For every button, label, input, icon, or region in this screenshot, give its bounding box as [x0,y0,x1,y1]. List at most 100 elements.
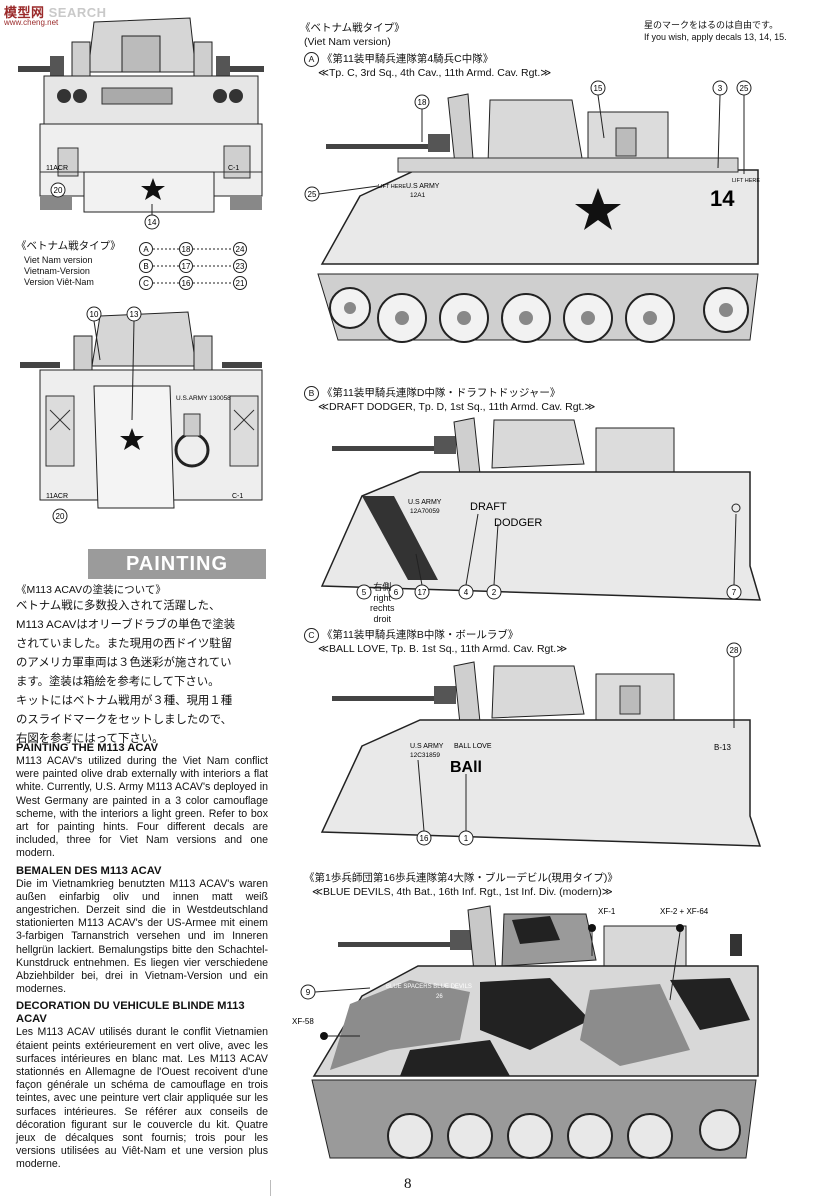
vehicle-c-callout-28: 28 [726,642,742,728]
vehicle-b-callout: 2 [492,588,497,597]
vehicle-b-callout: 7 [732,588,737,597]
vehicle-c-title-jp: C 《第11装甲騎兵連隊B中隊・ボールラブ》 [304,628,518,643]
painting-jp-line: 右図を参考にはって下さい。 [16,733,164,745]
star-note-en: If you wish, apply decals 13, 14, 15. [644,32,787,42]
vehicle-d-title-jp: 《第1歩兵師団第16歩兵連隊第4大隊・ブルーデビル(現用タイプ)》 [304,872,618,884]
painting-multilingual-text: PAINTING THE M113 ACAV M113 ACAV's utili… [16,742,268,1172]
svg-text:28: 28 [730,646,739,655]
vehicle-d-title-en: ≪BLUE DEVILS, 4th Bat., 16th Inf. Rgt., … [312,886,613,898]
vehicle-c-number: B-13 [714,743,731,752]
vehicle-b-letter: B [304,386,319,401]
svg-text:A: A [143,245,149,254]
vehicle-c-army: U.S ARMY [410,743,444,750]
painting-jp-line: キットにはベトナム戦用が３種、現用１種 [16,695,233,707]
vehicle-c-name: BALL LOVE [454,743,492,750]
vehicle-b-name-1: DRAFT [470,501,507,513]
side-note-fr: droit [373,613,392,624]
svg-text:18: 18 [182,245,191,254]
watermark-brand: SEARCH [48,5,107,20]
vehicle-d-camo-drawing: BLUE SPACERS BLUE DEVILS 26 9 XF-1 XF-2 … [292,905,759,1159]
rear-serial: U.S.ARMY 130058 [176,395,231,402]
paint-xf2-xf64: XF-2 + XF-64 [660,907,709,916]
vehicle-c-callout: 1 [464,834,469,843]
vehicle-a-number: 14 [710,186,735,211]
svg-text:23: 23 [236,262,245,271]
painting-fr-heading: DECORATION DU VEHICULE BLINDE M113 ACAV [16,1000,245,1026]
vehicle-b-callout: 5 [362,588,367,597]
rear-view-drawing: U.S.ARMY 130058 11ACR C-1 10 13 20 [20,306,263,524]
vehicle-a-lift-1: LIFT HERE [378,184,406,190]
painting-en-text: M113 ACAV's utilized during the Viet Nam… [16,755,268,860]
svg-text:21: 21 [236,279,245,288]
painting-jp-line: のスライドマークをセットしましたので、 [16,714,232,726]
page-number: 8 [404,1176,412,1192]
painting-jp-line: M113 ACAVはオリーブドラブの単色で塗装 [16,619,236,631]
vehicle-a-lift-2: LIFT HERE [732,178,760,184]
side-note-en: right [373,592,392,603]
svg-text:16: 16 [182,279,191,288]
svg-text:B: B [143,262,148,271]
callout-rear-13: 13 [130,310,139,319]
painting-jp-line: ます。塗装は箱絵を参考にして下さい。 [16,676,220,688]
painting-fr-text: Les M113 ACAV utilisés durant le conflit… [16,1026,268,1171]
callout-rear-20: 20 [56,512,65,521]
variant-key-row-b: B 17 23 [139,259,247,273]
side-note-de: rechts [370,603,395,613]
vehicle-b-callout: 17 [418,588,427,597]
svg-text:24: 24 [236,245,245,254]
painting-de-text: Die im Vietnamkrieg benutzten M113 ACAV'… [16,877,268,996]
vehicle-d-number: 26 [436,994,443,1000]
variant-key-fr: Version Viêt-Nam [24,277,94,287]
vehicle-b-serial: 12A70059 [410,508,440,515]
paint-xf1: XF-1 [598,907,616,916]
variant-key-table: A 18 24 B 17 23 C 16 21 [139,242,247,290]
painting-de-heading: BEMALEN DES M113 ACAV [16,864,162,877]
vehicle-a-side-drawing: U.S ARMY 12A1 14 LIFT HERE LIFT HERE 18 … [304,80,760,343]
vehicle-c-letter: C [304,628,319,643]
vehicle-b-side-drawing: U.S ARMY 12A70059 DRAFT DODGER 5 6 17 4 … [320,417,762,601]
watermark-url: www.cheng.net [4,18,59,27]
vehicle-d-callout: 9 [306,988,311,997]
vehicle-c-callout: 16 [420,834,429,843]
rear-plate: 11ACR [46,493,68,500]
front-plate-2: C-1 [228,165,239,172]
right-header-jp: 《ベトナム戦タイプ》 [300,22,405,34]
vehicle-a-callout: 25 [740,84,749,93]
bottom-divider [270,1180,271,1196]
vehicle-a-title-jp: A 《第11装甲騎兵連隊第4騎兵C中隊》 [304,52,493,67]
vehicle-c-big-name: BAll [450,759,482,776]
star-marking-icon [141,178,165,200]
vehicle-b-title-en: ≪DRAFT DODGER, Tp. D, 1st Sq., 11th Armd… [318,401,596,413]
painting-jp-line: ベトナム戦に多数投入されて活躍した、 [16,600,221,612]
vehicle-b-name-2: DODGER [494,517,542,529]
painting-en-heading: PAINTING THE M113 ACAV [16,742,159,754]
callout-rear-10: 10 [90,310,99,319]
vehicle-b-jp: 《第11装甲騎兵連隊D中隊・ドラフトドッジャー》 [321,387,561,399]
vehicle-c-jp: 《第11装甲騎兵連隊B中隊・ボールラブ》 [321,629,519,641]
vehicle-a-title-en: ≪Tp. C, 3rd Sq., 4th Cav., 11th Armd. Ca… [318,67,552,79]
peace-symbol-icon [731,503,741,513]
vehicle-c-serial: 12C31859 [410,752,440,759]
variant-key-de: Vietnam-Version [24,266,90,276]
vehicle-a-serial: 12A1 [410,192,426,199]
vehicle-b-army: U.S ARMY [408,499,442,506]
svg-text:17: 17 [182,262,191,271]
rear-plate-2: C-1 [232,493,243,500]
vehicle-a-army: U.S ARMY [406,183,440,190]
painting-jp-line: のアメリカ軍車両は３色迷彩が施されてい [16,657,232,669]
painting-jp-line: されていました。また現用の西ドイツ駐留 [16,638,233,650]
callout-front-20: 20 [54,186,63,195]
paint-xf58: XF-58 [292,1017,314,1026]
painting-jp-heading: 《M113 ACAVの塗装について》 [16,584,166,596]
svg-text:C: C [143,279,149,288]
vehicle-c-side-drawing: U.S ARMY 12C31859 BALL LOVE BAll B-13 16… [320,661,762,847]
front-plate: 11ACR [46,165,68,172]
vehicle-b-title-jp: B 《第11装甲騎兵連隊D中隊・ドラフトドッジャー》 [304,386,560,401]
right-header-en: (Viet Nam version) [304,36,391,48]
side-note-jp: 右側 [373,582,392,592]
variant-key-title: 《ベトナム戦タイプ》 [16,240,121,252]
painting-banner: PAINTING [88,549,266,579]
vehicle-a-callout: 25 [308,190,317,199]
front-view-drawing: 11ACR C-1 20 14 [18,17,264,230]
vehicle-a-callout: 15 [594,84,603,93]
